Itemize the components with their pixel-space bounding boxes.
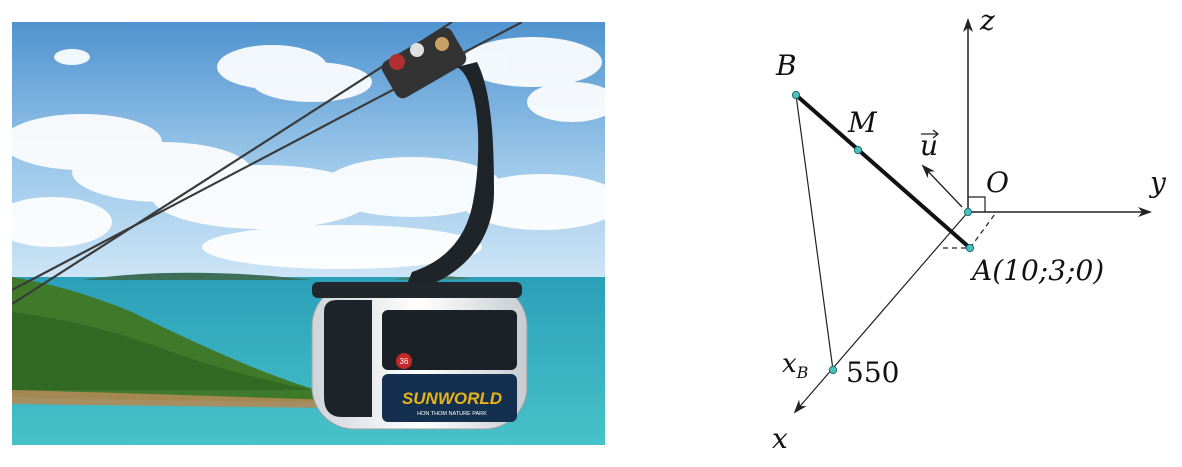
coordinate-diagram: z y x O B M u A(10;3;0) xB 550 xyxy=(772,4,1167,455)
label-xB: xB xyxy=(782,349,809,382)
segment-BA xyxy=(794,93,972,250)
label-O: O xyxy=(986,166,1009,199)
label-y: y xyxy=(1148,166,1167,199)
point-O xyxy=(963,207,973,217)
distant-island xyxy=(82,272,312,280)
point-B xyxy=(791,90,801,100)
vector-u xyxy=(921,164,963,208)
vector-u-label-arrow xyxy=(921,129,940,139)
label-z: z xyxy=(979,4,995,37)
cabin-number-badge xyxy=(396,353,412,369)
point-xB xyxy=(828,365,838,375)
label-B: B xyxy=(775,49,797,82)
hanger-arm xyxy=(407,62,494,284)
label-xB-subscript: B xyxy=(796,363,809,382)
cable-grip xyxy=(381,27,467,99)
point-M xyxy=(853,145,863,155)
right-angle-marker xyxy=(968,196,986,212)
dashed-projection-y xyxy=(969,213,996,249)
x-axis xyxy=(793,211,969,414)
label-x: x xyxy=(772,422,788,455)
label-x-value: 550 xyxy=(846,356,899,389)
point-A xyxy=(965,243,975,253)
label-M: M xyxy=(847,106,878,139)
cabin-brand: SUNWORLD xyxy=(402,389,502,408)
label-A: A(10;3;0) xyxy=(969,254,1104,287)
edge-B-xB xyxy=(795,94,834,371)
cabin-tagline: HON THOM NATURE PARK xyxy=(417,411,487,417)
cabin-number: 36 xyxy=(400,357,409,366)
cabin: 36 SUNWORLD HON THOM NATURE PARK xyxy=(311,282,528,430)
cable-car-photo: 36 SUNWORLD HON THOM NATURE PARK xyxy=(12,22,605,445)
